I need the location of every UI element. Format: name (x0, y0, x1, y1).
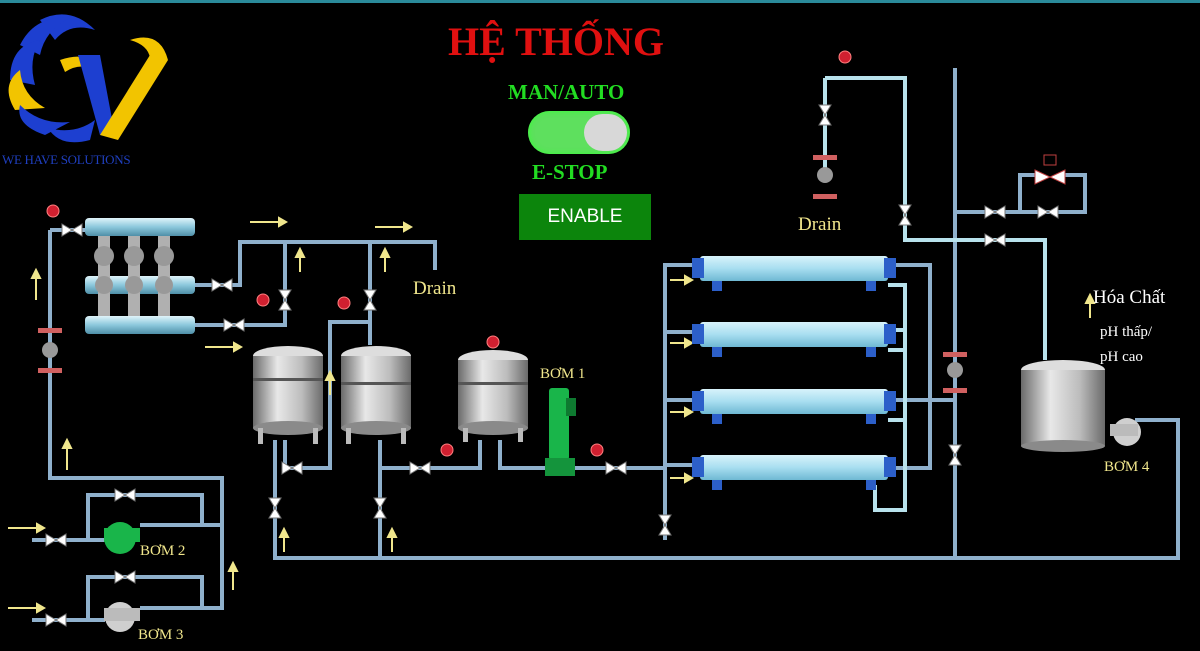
cartridge-filter-bank (85, 218, 195, 334)
pump-3-label: BƠM 3 (138, 627, 184, 643)
enable-button[interactable]: ENABLE (519, 194, 651, 240)
tank-1 (253, 346, 323, 444)
membrane-1 (692, 256, 896, 291)
company-logo (8, 14, 168, 143)
chemical-tank (1021, 360, 1105, 452)
tank-3 (458, 350, 528, 442)
permeate-pipes (823, 76, 1047, 512)
ph-high-label: pH cao (1100, 349, 1143, 365)
logo-tagline: WE HAVE SOLUTIONS (2, 152, 131, 167)
tank-2 (341, 346, 411, 444)
estop-label: E-STOP (532, 160, 608, 184)
drain-label-1: Drain (413, 278, 457, 299)
pump-3 (104, 602, 140, 632)
pump-2 (104, 522, 140, 554)
flowmeters (38, 155, 967, 393)
top-border (0, 0, 1200, 3)
pressure-gauges (46, 50, 852, 457)
valves (45, 104, 1059, 627)
pump-2-label: BƠM 2 (140, 543, 186, 559)
membrane-2 (692, 322, 896, 357)
drain-label-2: Drain (798, 214, 842, 235)
pump-1-label: BƠM 1 (540, 366, 586, 382)
chemical-label: Hóa Chất (1093, 287, 1166, 308)
man-auto-label: MAN/AUTO (508, 80, 625, 104)
man-auto-toggle[interactable] (528, 111, 630, 154)
membrane-3 (692, 389, 896, 424)
pump-4-label: BƠM 4 (1104, 459, 1150, 475)
membrane-4 (692, 455, 896, 490)
flow-arrows (8, 216, 1096, 614)
ph-low-label: pH thấp/ (1100, 324, 1153, 340)
pump-4 (1110, 418, 1141, 446)
toggle-knob (584, 114, 627, 151)
control-valve (1034, 154, 1066, 185)
pump-1 (545, 388, 576, 476)
page-title: HỆ THỐNG (448, 19, 664, 64)
